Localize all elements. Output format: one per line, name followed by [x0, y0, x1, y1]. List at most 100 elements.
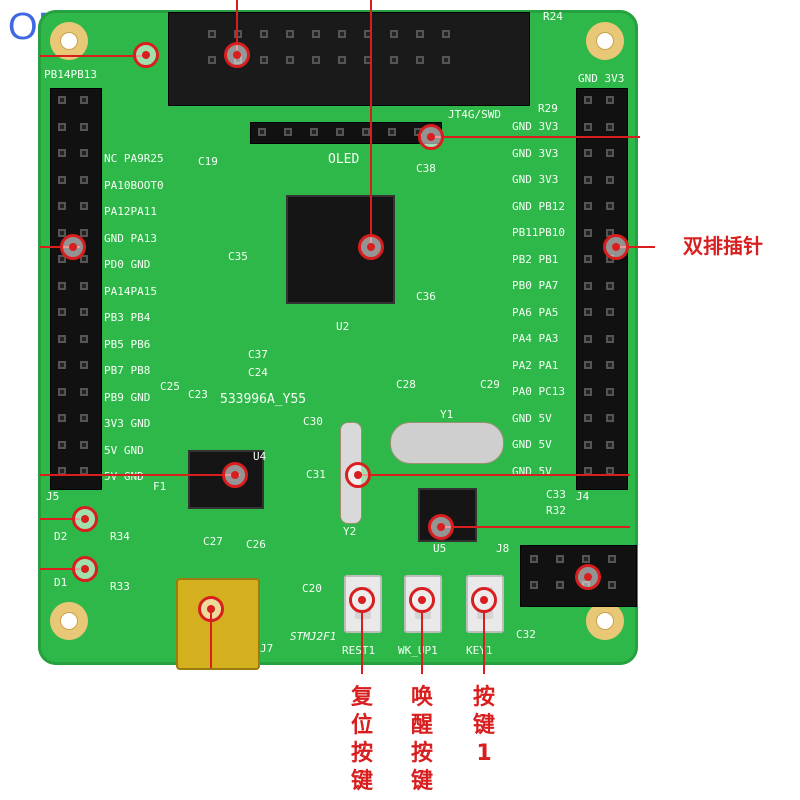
callout-marker-j8: [575, 564, 601, 590]
pin-label: GND 5V: [512, 411, 552, 425]
header-pin: [80, 334, 88, 343]
header-pin: [336, 128, 344, 136]
mount-hole-tr: [586, 22, 624, 60]
pin-label: PA4 PA3: [512, 332, 559, 345]
header-pin: [584, 414, 592, 422]
pin-label: 5V GND: [104, 470, 144, 483]
header-pin: [416, 56, 424, 64]
pin-label: PB5 PB6: [104, 337, 151, 351]
header-pin: [556, 555, 564, 563]
header-pin: [80, 255, 88, 263]
header-pin: [584, 149, 592, 157]
header-pin: [286, 30, 294, 38]
header-pin: [390, 30, 398, 38]
header-pin: [80, 467, 88, 475]
header-pin: [80, 202, 88, 210]
reset-key-label: 复位按键: [346, 684, 378, 796]
header-pin: [584, 122, 592, 131]
header-pin: [584, 175, 592, 184]
header-pin: [364, 56, 372, 64]
j8-label: J8: [496, 542, 510, 555]
header-pin: [606, 414, 614, 422]
double-header-label: 双排插针: [683, 234, 763, 258]
header-pin: [80, 96, 88, 104]
header-pin: [362, 128, 370, 136]
r34-label: R34: [110, 530, 130, 543]
c32-label: C32: [516, 628, 536, 641]
pin-label: PD0 GND: [104, 258, 151, 271]
pin-label: PA10BOOT0: [104, 178, 164, 192]
header-pin: [584, 96, 592, 104]
header-pin: [584, 467, 592, 475]
c31-label: C31: [306, 468, 326, 481]
pin-label: PB11PB10: [512, 226, 565, 239]
callout-line-oled: [430, 136, 640, 138]
u2-label: U2: [336, 320, 350, 333]
header-pin: [260, 56, 268, 64]
wake-key-text: 唤醒按键: [410, 685, 433, 794]
y2-label: Y2: [343, 525, 357, 538]
pcb-board: JT4G/SWD OLED C38 C19 PB14PB13 J5 GND 3V…: [38, 10, 638, 670]
c27-label: C27: [203, 535, 223, 548]
c28-label: C28: [396, 378, 416, 391]
header-pin: [584, 228, 592, 237]
callout-line-top-left: [40, 55, 145, 57]
header-pin: [584, 440, 592, 449]
header-pin: [58, 281, 66, 290]
header-pin: [312, 30, 320, 38]
wakeup-button-label: WK_UP1: [398, 644, 438, 657]
header-pin: [606, 440, 614, 449]
header-pin: [416, 30, 424, 38]
header-pin: [58, 361, 66, 369]
callout-marker-u5: [428, 514, 454, 540]
code-label: 533996A_Y55: [220, 392, 307, 407]
c23-label: C23: [188, 388, 208, 401]
j5-label: J5: [46, 490, 60, 503]
callout-marker-u4: [222, 462, 248, 488]
header-pin: [442, 30, 450, 38]
header-pin: [608, 555, 616, 563]
pin-label: 5V GND: [104, 443, 144, 457]
header-pin: [58, 202, 66, 210]
callout-marker-oled: [418, 124, 444, 150]
c35-label: C35: [228, 250, 248, 263]
callout-marker-top-left: [133, 42, 159, 68]
pin-label: 3V3 GND: [104, 417, 151, 430]
header-pin: [80, 122, 88, 131]
header-pin: [58, 255, 66, 263]
usb-connector-j7: [176, 578, 260, 670]
header-pin: [584, 308, 592, 316]
jtag-label: JT4G/SWD: [448, 108, 501, 121]
header-pin: [584, 202, 592, 210]
header-pin: [58, 308, 66, 316]
header-pin: [606, 361, 614, 369]
callout-marker-mcu: [358, 234, 384, 260]
callout-line-right-header: [615, 246, 655, 248]
c20-label: C20: [302, 582, 322, 595]
callout-line-mcu: [370, 0, 372, 245]
header-pin: [58, 387, 66, 396]
callout-line-d2: [40, 518, 80, 520]
header-pin: [584, 281, 592, 290]
crystal-y1: [390, 422, 504, 464]
callout-line-key1: [483, 612, 485, 674]
header-pin: [364, 30, 372, 38]
header-pin: [606, 228, 614, 237]
key1-button-label: KEY1: [466, 644, 493, 657]
mount-hole-bl: [50, 602, 88, 640]
pin-label: PA12PA11: [104, 205, 157, 218]
header-pin: [208, 56, 216, 64]
callout-marker-d2: [72, 506, 98, 532]
pin-label: PB7 PB8: [104, 364, 151, 377]
header-pin: [582, 555, 590, 563]
header-pin: [260, 30, 268, 38]
reset-key-text: 复位按键: [350, 685, 373, 794]
pin-label: GND 3V3: [512, 146, 559, 160]
header-pin: [584, 255, 592, 263]
pin-label: PA14PA15: [104, 284, 157, 298]
header-pin: [80, 308, 88, 316]
oled-label: OLED: [328, 152, 360, 167]
header-pin: [284, 128, 292, 136]
header-pin: [584, 387, 592, 396]
